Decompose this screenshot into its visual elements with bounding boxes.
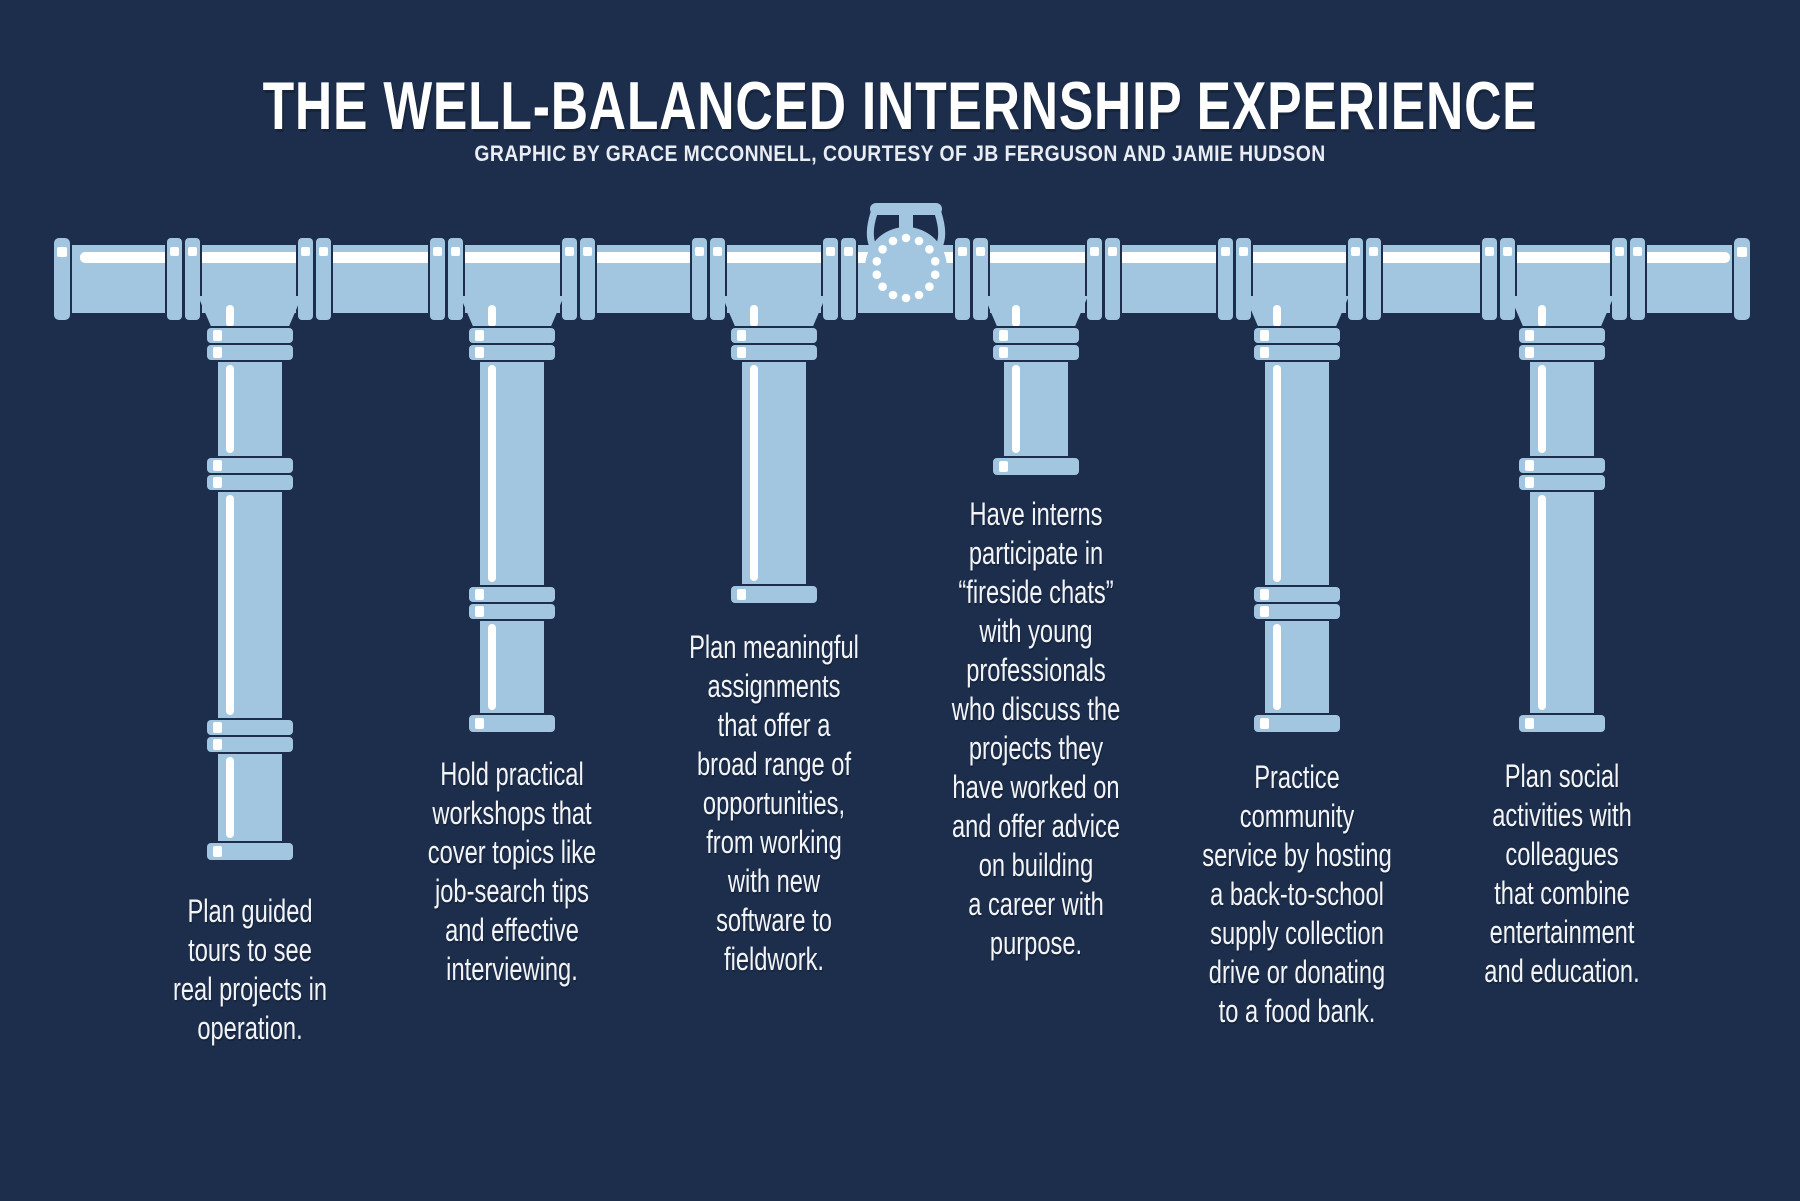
caption-assignments: Plan meaningful assignments that offer a… [689, 629, 859, 977]
pipe-end-collar [1519, 715, 1605, 732]
caption-community-service: Practice community service by hosting a … [1202, 759, 1392, 1029]
pipe-collar [993, 345, 1079, 360]
pipe-coupling [562, 238, 577, 320]
pipe-highlight [750, 365, 758, 581]
pipe-highlight [1538, 495, 1546, 710]
pipe-collar [207, 328, 293, 343]
pipe-highlight [1538, 365, 1546, 453]
pipe-end-collar [469, 715, 555, 732]
pipe-highlight [1273, 624, 1281, 710]
pipe-coupling [1612, 238, 1627, 320]
pipe-collar [469, 345, 555, 360]
pipe-highlight [1012, 305, 1020, 327]
pipe-coupling [710, 238, 725, 320]
tee-junction [984, 296, 1088, 330]
pipe-collar [993, 328, 1079, 343]
pipe-collar [1254, 328, 1340, 343]
pipe-highlight [226, 305, 234, 327]
tee-junction [460, 296, 564, 330]
valve-bolt-dots [872, 233, 940, 303]
tee-junction [1245, 296, 1349, 330]
pipe-highlight [1273, 365, 1281, 582]
caption-guided-tours: Plan guided tours to see real projects i… [173, 893, 327, 1046]
pipe-coupling [448, 238, 463, 320]
pipe-end-collar [993, 458, 1079, 475]
pipe-collar [1254, 587, 1340, 602]
pipe-coupling [1482, 238, 1497, 320]
pipe-collar [1254, 345, 1340, 360]
pipe-highlight [1273, 305, 1281, 327]
pipe-coupling [973, 238, 988, 320]
caption-workshops: Hold practical workshops that cover topi… [427, 756, 597, 987]
page-subtitle: GRAPHIC BY GRACE MCCONNELL, COURTESY OF … [474, 141, 1326, 166]
pipe-collar [207, 458, 293, 473]
tee-junction [1510, 296, 1614, 330]
pipe-collar [731, 328, 817, 343]
caption-fireside-chats: Have interns participate in “fireside ch… [951, 496, 1121, 961]
pipe-end-collar [207, 843, 293, 860]
tee-junction [722, 296, 826, 330]
pipe-collar [469, 587, 555, 602]
pipe-coupling [955, 238, 970, 320]
pipe-coupling [1630, 238, 1645, 320]
pipe-end-collar [1254, 715, 1340, 732]
pipe-collar [207, 475, 293, 490]
pipe-highlight [1538, 305, 1546, 327]
pipe-highlight [226, 495, 234, 715]
pipe-coupling [1218, 238, 1233, 320]
pipe-collar [1519, 328, 1605, 343]
pipe-collar [1254, 604, 1340, 619]
pipe-collar [1519, 458, 1605, 473]
pipe-coupling [1105, 238, 1120, 320]
pipe-collar [731, 345, 817, 360]
pipe-coupling [692, 238, 707, 320]
gate-valve-icon [865, 203, 947, 309]
pipe-coupling [580, 238, 595, 320]
pipe-highlight [226, 365, 234, 453]
tee-junction [198, 296, 302, 330]
pipe-collar [207, 345, 293, 360]
pipe-coupling [316, 238, 331, 320]
pipe-collar [1519, 475, 1605, 490]
caption-social-activities: Plan social activities with colleagues t… [1484, 758, 1640, 989]
pipe-highlight [750, 305, 758, 327]
pipe-highlight [488, 305, 496, 327]
pipe-highlight [488, 624, 496, 710]
pipe-coupling [185, 238, 200, 320]
pipe-highlight [1012, 365, 1020, 453]
pipe-collar [207, 720, 293, 735]
pipe-coupling [823, 238, 838, 320]
pipe-coupling [1236, 238, 1251, 320]
pipe-end-cap-right [1734, 238, 1750, 320]
pipe-coupling [1348, 238, 1363, 320]
page-title: THE WELL-BALANCED INTERNSHIP EXPERIENCE [262, 68, 1538, 144]
pipe-collar [1519, 345, 1605, 360]
pipe-end-collar [731, 586, 817, 603]
pipe-coupling [298, 238, 313, 320]
pipe-coupling [1087, 238, 1102, 320]
pipe-coupling [430, 238, 445, 320]
pipe-coupling [841, 238, 856, 320]
pipe-highlight [226, 757, 234, 838]
pipe-coupling [167, 238, 182, 320]
pipe-coupling [1500, 238, 1515, 320]
pipe-coupling [1366, 238, 1381, 320]
pipe-collar [469, 328, 555, 343]
pipe-collar [469, 604, 555, 619]
pipe-highlight [488, 365, 496, 582]
pipe-collar [207, 737, 293, 752]
pipe-end-cap-left [54, 238, 70, 320]
